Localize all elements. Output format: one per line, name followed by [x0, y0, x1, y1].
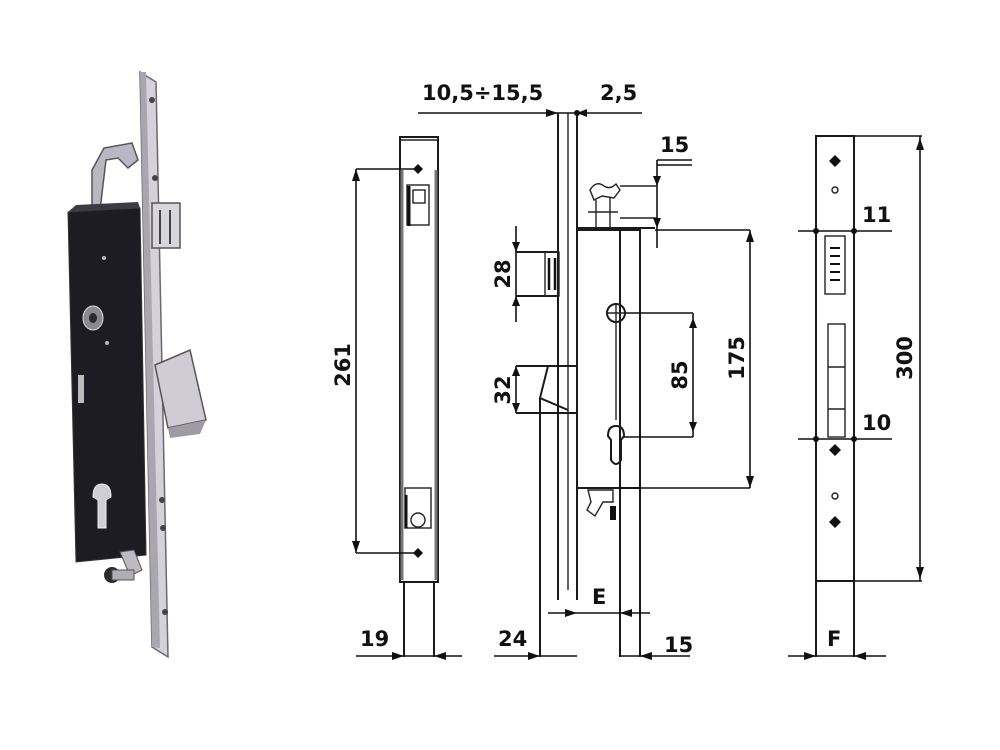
dim-15-bottom: 15: [620, 633, 693, 660]
faceplate-front-drawing: 11 10: [798, 135, 892, 657]
dim-F: F: [788, 627, 886, 660]
lock-product-image: [67, 70, 207, 659]
dim-261: 261: [331, 168, 416, 554]
svg-text:300: 300: [893, 336, 917, 380]
svg-text:19: 19: [360, 627, 389, 651]
svg-text:24: 24: [498, 627, 527, 651]
svg-text:2,5: 2,5: [600, 81, 637, 105]
svg-text:F: F: [827, 627, 841, 651]
svg-text:E: E: [592, 585, 606, 609]
dim-E: E: [548, 585, 650, 617]
svg-text:261: 261: [331, 343, 355, 387]
svg-text:175: 175: [725, 336, 749, 380]
dim-175: 175: [620, 229, 754, 489]
svg-text:15: 15: [664, 633, 693, 657]
dim-19: 19: [356, 627, 462, 660]
dim-85: 85: [624, 312, 697, 438]
dim-15-top: 15: [620, 133, 692, 248]
dim-backset: 10,5÷15,5 2,5: [418, 81, 642, 117]
svg-text:15: 15: [660, 133, 689, 157]
svg-text:10: 10: [862, 411, 891, 435]
front-faceplate-drawing: [399, 136, 439, 657]
svg-text:32: 32: [491, 375, 515, 404]
svg-text:11: 11: [862, 203, 891, 227]
dim-32: 32: [491, 366, 520, 413]
svg-text:85: 85: [668, 360, 692, 389]
dim-24: 24: [494, 627, 577, 660]
dim-300: 300: [854, 135, 924, 582]
dim-28: 28: [491, 226, 520, 322]
svg-text:28: 28: [491, 259, 515, 288]
side-section-drawing: [516, 113, 655, 657]
svg-text:10,5÷15,5: 10,5÷15,5: [422, 81, 543, 105]
